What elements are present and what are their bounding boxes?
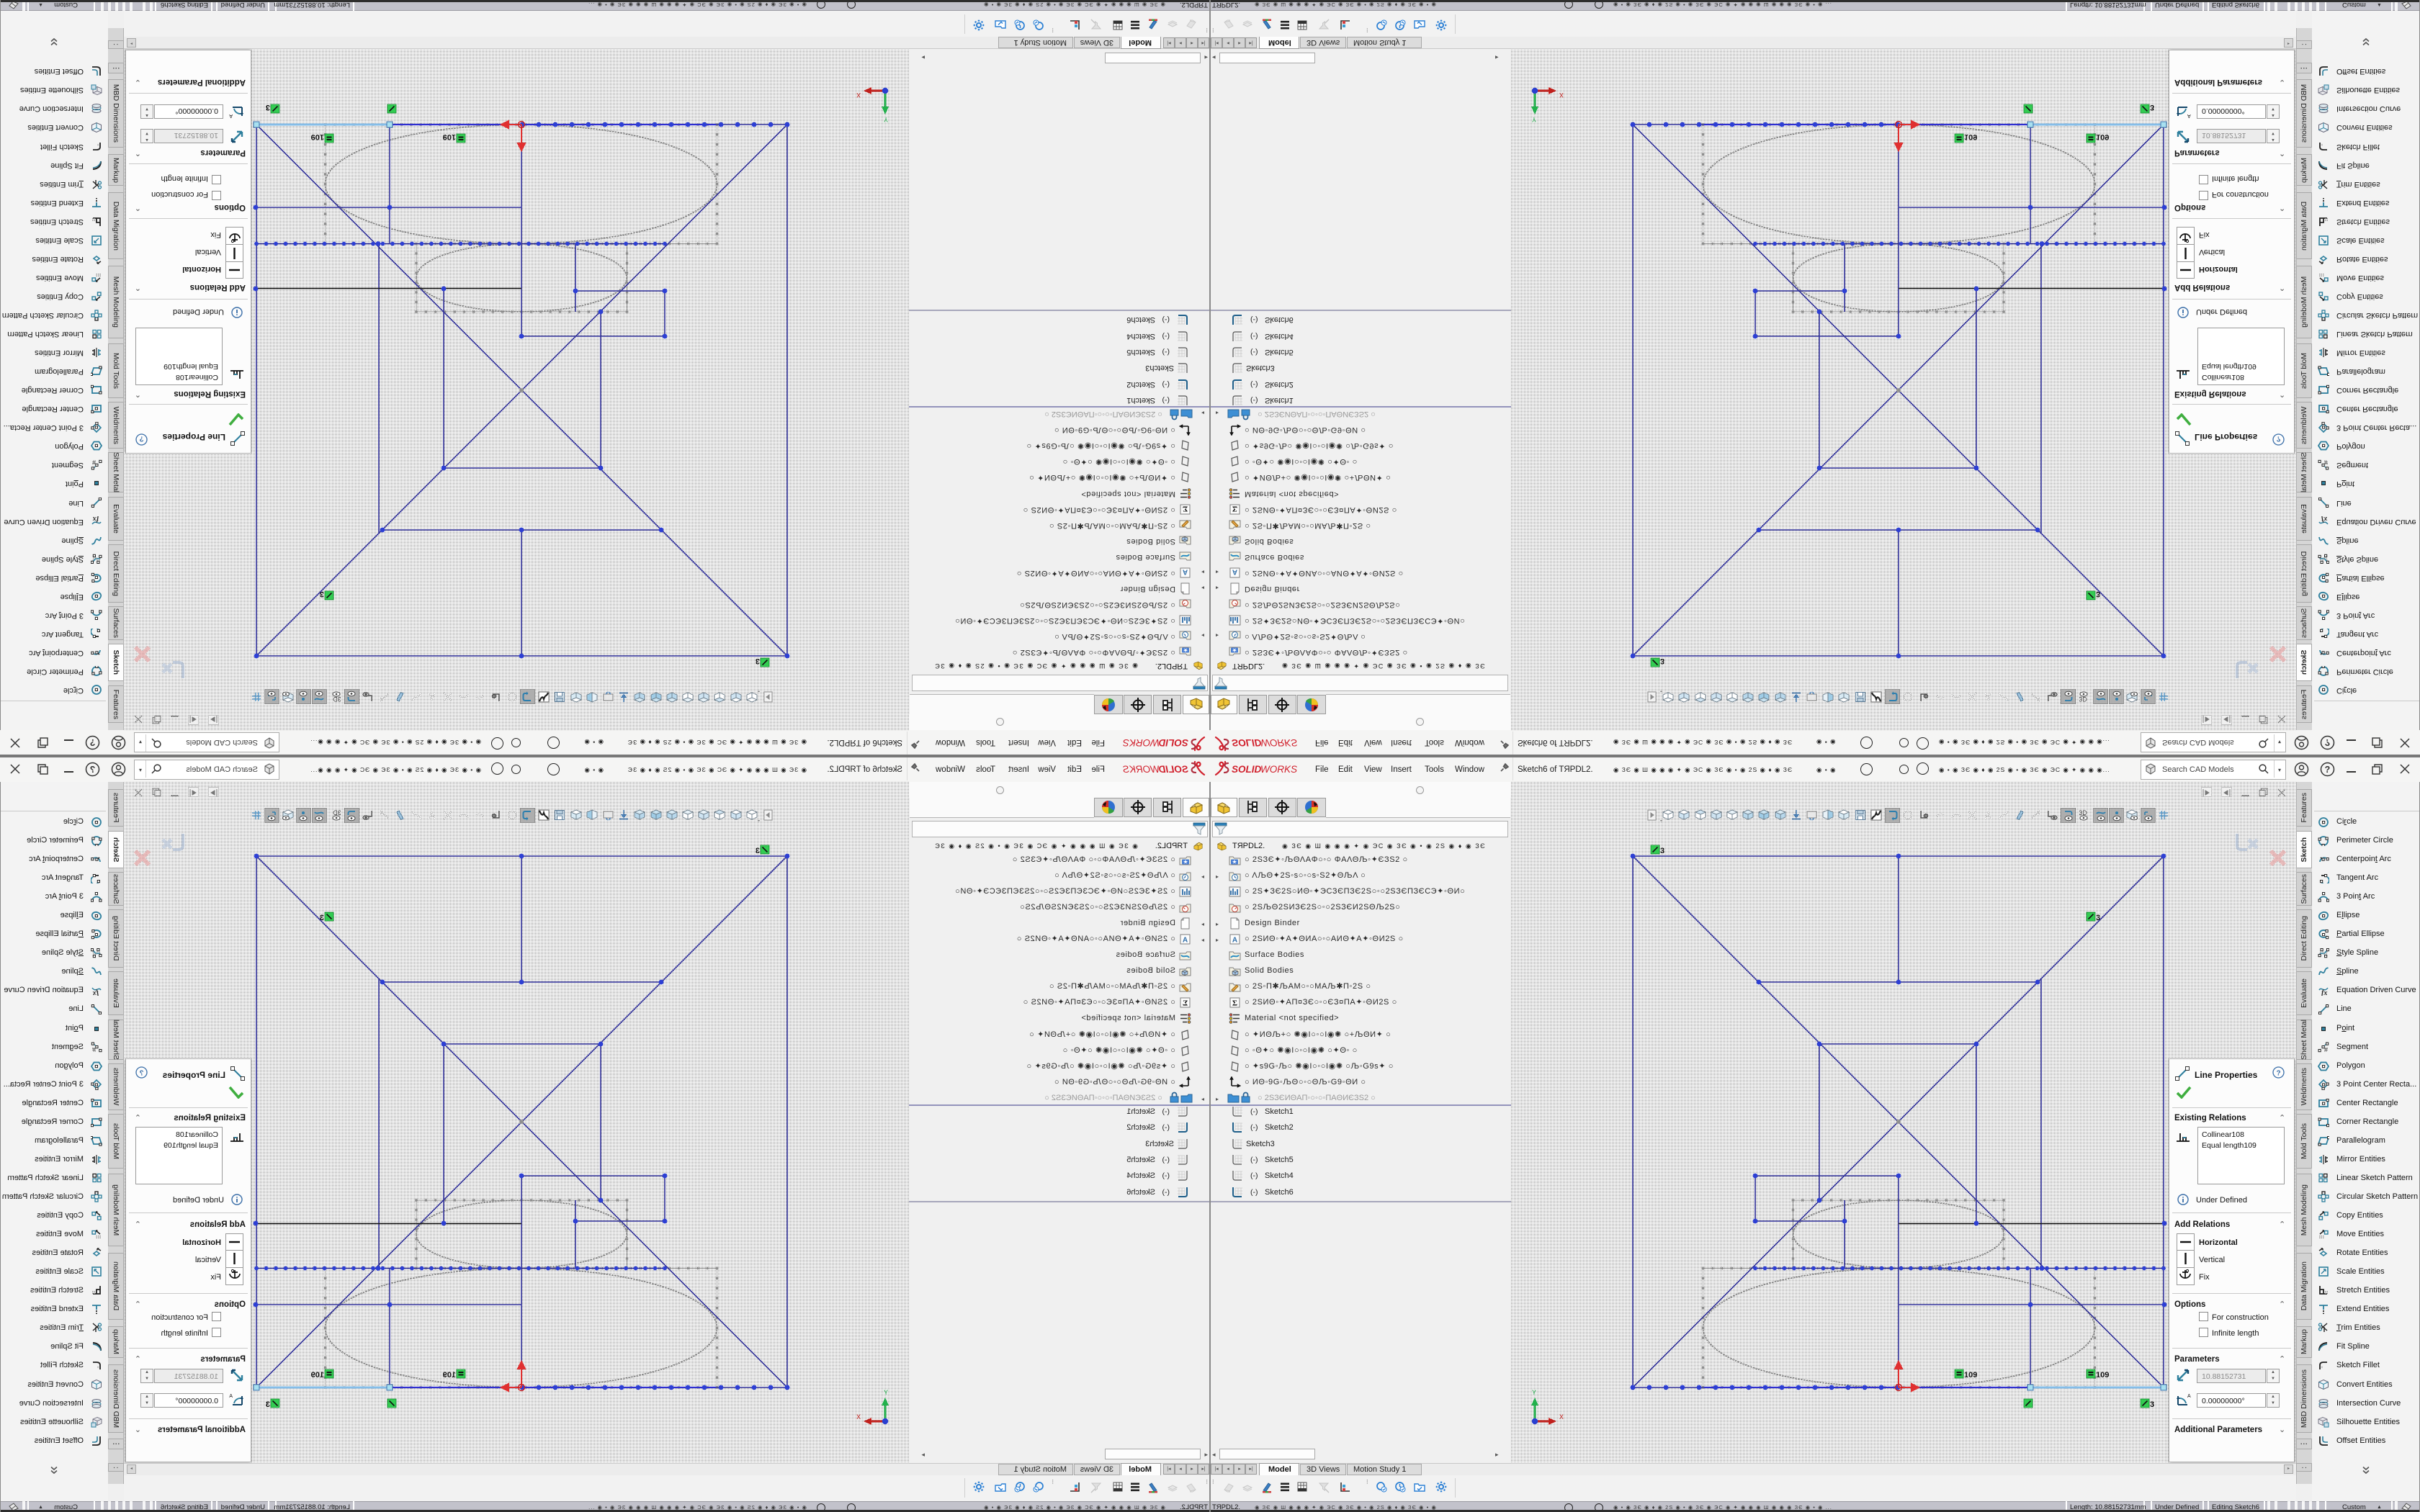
svg-text:SOLID: SOLID — [1232, 737, 1262, 748]
svg-text:×: × — [97, 142, 99, 146]
svg-text:109: 109 — [311, 1371, 324, 1380]
svg-text:Y: Y — [1532, 116, 1536, 123]
svg-text:3: 3 — [266, 103, 270, 112]
svg-text:?: ? — [90, 765, 96, 775]
svg-text:?: ? — [2276, 1070, 2280, 1078]
svg-text:★: ★ — [1183, 859, 1188, 865]
svg-text:A: A — [2187, 113, 2191, 118]
svg-text:3: 3 — [756, 847, 760, 855]
svg-text:109: 109 — [443, 1371, 456, 1380]
svg-text:3: 3 — [266, 1400, 270, 1409]
svg-text:Σ: Σ — [1232, 999, 1237, 1008]
svg-text:X: X — [856, 91, 861, 99]
svg-text:Y: Y — [1532, 1389, 1536, 1396]
svg-text:3: 3 — [1660, 847, 1664, 855]
svg-text:A: A — [229, 113, 233, 118]
svg-text:★: ★ — [1232, 859, 1237, 865]
svg-text:WORKS: WORKS — [1260, 764, 1297, 775]
svg-text:?: ? — [2325, 765, 2331, 775]
svg-text:A: A — [1985, 809, 1992, 821]
svg-text:A: A — [1232, 937, 1237, 945]
svg-text:Y: Y — [884, 1389, 888, 1396]
svg-text:3D: 3D — [332, 696, 341, 703]
svg-text:WORKS: WORKS — [1123, 764, 1160, 775]
svg-text:#: # — [92, 459, 96, 466]
svg-text:WORKS: WORKS — [1260, 737, 1297, 748]
svg-text:3: 3 — [2096, 590, 2100, 598]
svg-text:A: A — [428, 809, 435, 821]
svg-text:A: A — [1183, 568, 1188, 576]
svg-text:?: ? — [139, 1070, 143, 1078]
svg-text:fx: fx — [93, 516, 99, 523]
svg-text:Σ: Σ — [1183, 999, 1188, 1008]
svg-text:?: ? — [2276, 435, 2280, 443]
svg-text:X: X — [856, 1413, 861, 1421]
svg-text:109: 109 — [1964, 132, 1977, 141]
svg-text:A: A — [1985, 691, 1992, 703]
svg-text:A: A — [2187, 1394, 2191, 1399]
svg-text:Y: Y — [884, 116, 888, 123]
svg-text:fx: fx — [2321, 989, 2327, 996]
svg-text:X: X — [1559, 1413, 1564, 1421]
svg-text:★: ★ — [1183, 647, 1188, 653]
svg-text:109: 109 — [443, 132, 456, 141]
svg-text:#: # — [92, 1046, 96, 1053]
svg-text:SOLID: SOLID — [1232, 764, 1262, 775]
svg-text:#: # — [2324, 1046, 2328, 1053]
svg-text:Σ: Σ — [1183, 504, 1188, 513]
svg-text:×: × — [2321, 1366, 2323, 1370]
svg-text:SOLID: SOLID — [1158, 737, 1188, 748]
svg-text:A: A — [1183, 937, 1188, 945]
svg-text:109: 109 — [2096, 132, 2109, 141]
svg-text:3D: 3D — [332, 809, 341, 816]
svg-text:X: X — [1559, 91, 1564, 99]
svg-text:109: 109 — [311, 132, 324, 141]
svg-text:×: × — [2321, 142, 2323, 146]
svg-text:×: × — [97, 1366, 99, 1370]
svg-text:3: 3 — [2150, 1400, 2154, 1409]
svg-text:109: 109 — [2096, 1371, 2109, 1380]
svg-text:Σ: Σ — [1232, 504, 1237, 513]
svg-text:SOLID: SOLID — [1158, 764, 1188, 775]
svg-text:3: 3 — [2096, 914, 2100, 922]
svg-text:3: 3 — [320, 590, 324, 598]
svg-text:3D: 3D — [2079, 809, 2088, 816]
svg-text:3: 3 — [756, 657, 760, 665]
svg-text:?: ? — [2325, 737, 2331, 747]
svg-text:WORKS: WORKS — [1123, 737, 1160, 748]
svg-text:109: 109 — [1964, 1371, 1977, 1380]
svg-text:?: ? — [139, 435, 143, 443]
svg-text:?: ? — [90, 737, 96, 747]
svg-text:3D: 3D — [2079, 696, 2088, 703]
svg-text:3: 3 — [1660, 657, 1664, 665]
svg-text:A: A — [1232, 568, 1237, 576]
svg-text:A: A — [229, 1394, 233, 1399]
svg-text:A: A — [428, 691, 435, 703]
svg-text:★: ★ — [1232, 647, 1237, 653]
svg-text:3: 3 — [320, 914, 324, 922]
svg-text:fx: fx — [93, 989, 99, 996]
svg-text:3: 3 — [2150, 103, 2154, 112]
svg-text:#: # — [2324, 459, 2328, 466]
svg-text:fx: fx — [2321, 516, 2327, 523]
